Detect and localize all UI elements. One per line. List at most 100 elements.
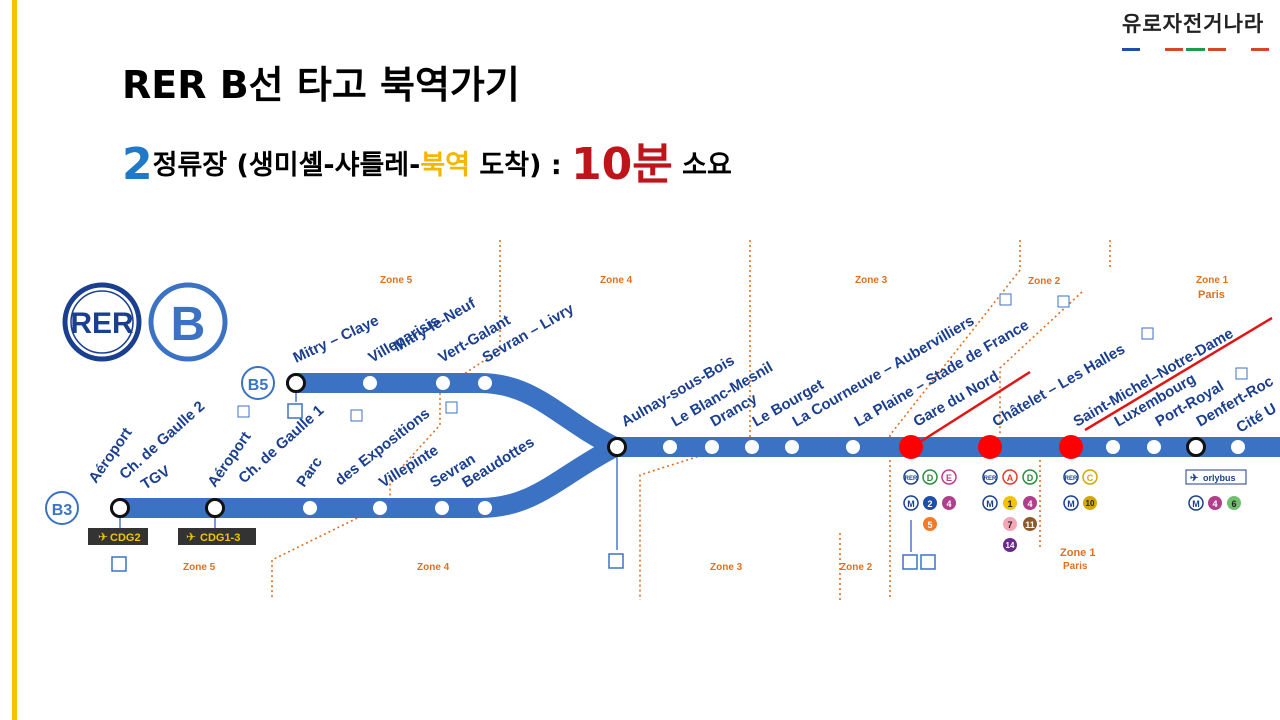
station-label-line: Parc: [293, 454, 326, 490]
subtitle: 2정류장 (생미셸-샤틀레-북역 도착) : 10분 소요: [122, 128, 732, 192]
orlybus-label: orlybus: [1203, 473, 1236, 483]
metro-line-badge: 4: [1027, 499, 1032, 509]
station-label: Mitry – Claye: [291, 312, 382, 367]
connections-denfert: ✈ orlybus M 4 6: [1185, 469, 1247, 511]
subtitle-highlight: 북역: [420, 150, 471, 181]
accessibility-icons: [237, 293, 1248, 422]
station-dot: [436, 376, 450, 390]
travel-time: 10분: [571, 139, 673, 190]
zone-label: Zone 5: [380, 275, 413, 286]
station-dot: [1147, 440, 1161, 454]
branch-b3-text: B3: [52, 502, 73, 519]
zone-label-paris: Paris: [1198, 289, 1225, 301]
brand-logo: 유로자전거나라: [1122, 8, 1272, 64]
zone-label: Zone 1: [1060, 547, 1095, 559]
zone-label: Zone 1: [1196, 275, 1229, 286]
branch-b5-badge: B5: [241, 366, 275, 400]
metro-line-badge: 14: [1006, 541, 1015, 550]
wheelchair-icon: [237, 405, 250, 418]
station-dot: [785, 440, 799, 454]
station-dot: [478, 376, 492, 390]
rer-mini-logo: RER: [905, 476, 918, 482]
wheelchair-icon: [1235, 367, 1248, 380]
junction-station-dot: [607, 437, 627, 457]
station-dot: [846, 440, 860, 454]
airport-tag-cdg13: ✈ CDG1-3: [178, 528, 256, 545]
rer-mini-logo: RER: [984, 476, 997, 482]
zone-labels-bottom: Zone 5 Zone 4 Zone 3 Zone 2 Zone 1 Paris: [183, 547, 1095, 573]
connections-saint-michel: RER C M 10: [1063, 469, 1098, 511]
highlight-station-chatelet: [978, 435, 1002, 459]
interchange-station-dot: [1186, 437, 1206, 457]
branch-b3-badge: B3: [45, 491, 79, 525]
metro-line-badge: 4: [946, 499, 951, 509]
metro-mini-logo: M: [1192, 499, 1200, 509]
zone-label: Zone 5: [183, 562, 216, 573]
airplane-icon: ✈: [98, 530, 108, 544]
highlight-station-gare-du-nord: [899, 435, 923, 459]
left-accent-bar: [12, 0, 17, 720]
rer-line-badge: D: [927, 473, 934, 483]
line-b-logo: B: [148, 282, 228, 362]
parking-icon: [920, 554, 936, 570]
metro-line-badge: 7: [1007, 520, 1012, 530]
station-dot: [1106, 440, 1120, 454]
airplane-icon: ✈: [1190, 473, 1199, 484]
stop-count: 2: [122, 139, 153, 190]
highlight-underlines: [919, 316, 1273, 444]
metro-line-badge: 4: [1212, 499, 1217, 509]
station-dot: [478, 501, 492, 515]
subtitle-part1: 정류장 (생미셸-샤틀레-: [152, 150, 421, 181]
metro-mini-logo: M: [1067, 499, 1075, 509]
station-dot: [303, 501, 317, 515]
terminus-station-dot: [286, 373, 306, 393]
transfer-icons: [111, 403, 936, 572]
airport-tag-text: CDG2: [110, 532, 141, 544]
rer-b-map: Zone 5 Zone 4 Zone 3 Zone 2 Zone 1 Paris…: [45, 240, 1280, 600]
page-title: RER B선 타고 북역가기: [122, 63, 520, 107]
metro-line-badge: 1: [1007, 499, 1012, 509]
metro-line-badge: 2: [927, 499, 932, 509]
rer-line-badge: D: [1027, 473, 1034, 483]
zone-labels-top: Zone 5 Zone 4 Zone 3 Zone 2 Zone 1 Paris: [380, 275, 1229, 301]
zone-label: Zone 2: [840, 562, 873, 573]
airport-tag-cdg2: ✈ CDG2: [88, 528, 148, 545]
terminus-station-dot: [205, 498, 225, 518]
rer-line-badge: C: [1087, 473, 1094, 483]
station-dot: [373, 501, 387, 515]
station-labels-b3: Aéroport Ch. de Gaulle 2 TGV Aéroport Ch…: [85, 398, 537, 494]
station-labels-main: Aulnay-sous-Bois Le Blanc-Mesnil Drancy …: [619, 312, 1280, 436]
metro-line-badge: 11: [1025, 520, 1035, 530]
wheelchair-icon: [1057, 295, 1070, 308]
airport-tag-text: CDG1-3: [200, 532, 240, 544]
wheelchair-icon: [445, 401, 458, 414]
subtitle-part3: 소요: [672, 150, 732, 181]
station-dot: [745, 440, 759, 454]
station-dots: [110, 373, 1245, 518]
station-dot: [1231, 440, 1245, 454]
rer-logo: RER: [62, 282, 142, 362]
rer-line-badge: A: [1007, 473, 1014, 483]
zone-label: Zone 3: [855, 275, 888, 286]
line-b-logo-text: B: [171, 298, 206, 351]
metro-line-badge: 10: [1086, 499, 1095, 508]
wheelchair-icon: [1141, 327, 1154, 340]
subtitle-part2: 도착) :: [470, 150, 572, 181]
terminus-station-dot: [110, 498, 130, 518]
zone-label: Zone 2: [1028, 276, 1061, 287]
parking-icon: [902, 554, 918, 570]
station-dot: [435, 501, 449, 515]
zone-label: Zone 4: [600, 275, 633, 286]
metro-mini-logo: M: [907, 499, 915, 509]
rer-mini-logo: RER: [1065, 476, 1078, 482]
wheelchair-icon: [999, 293, 1012, 306]
parking-icon: [287, 403, 303, 419]
connector-lines: [119, 393, 912, 552]
station-dot: [663, 440, 677, 454]
connections-gare-du-nord: RER D E M 2 4 5: [903, 469, 957, 531]
zone-label: Zone 4: [417, 562, 450, 573]
metro-line-badge: 5: [927, 520, 932, 530]
rer-logo-text: RER: [70, 307, 134, 340]
station-dot: [363, 376, 377, 390]
metro-line-badge: 6: [1231, 499, 1236, 509]
